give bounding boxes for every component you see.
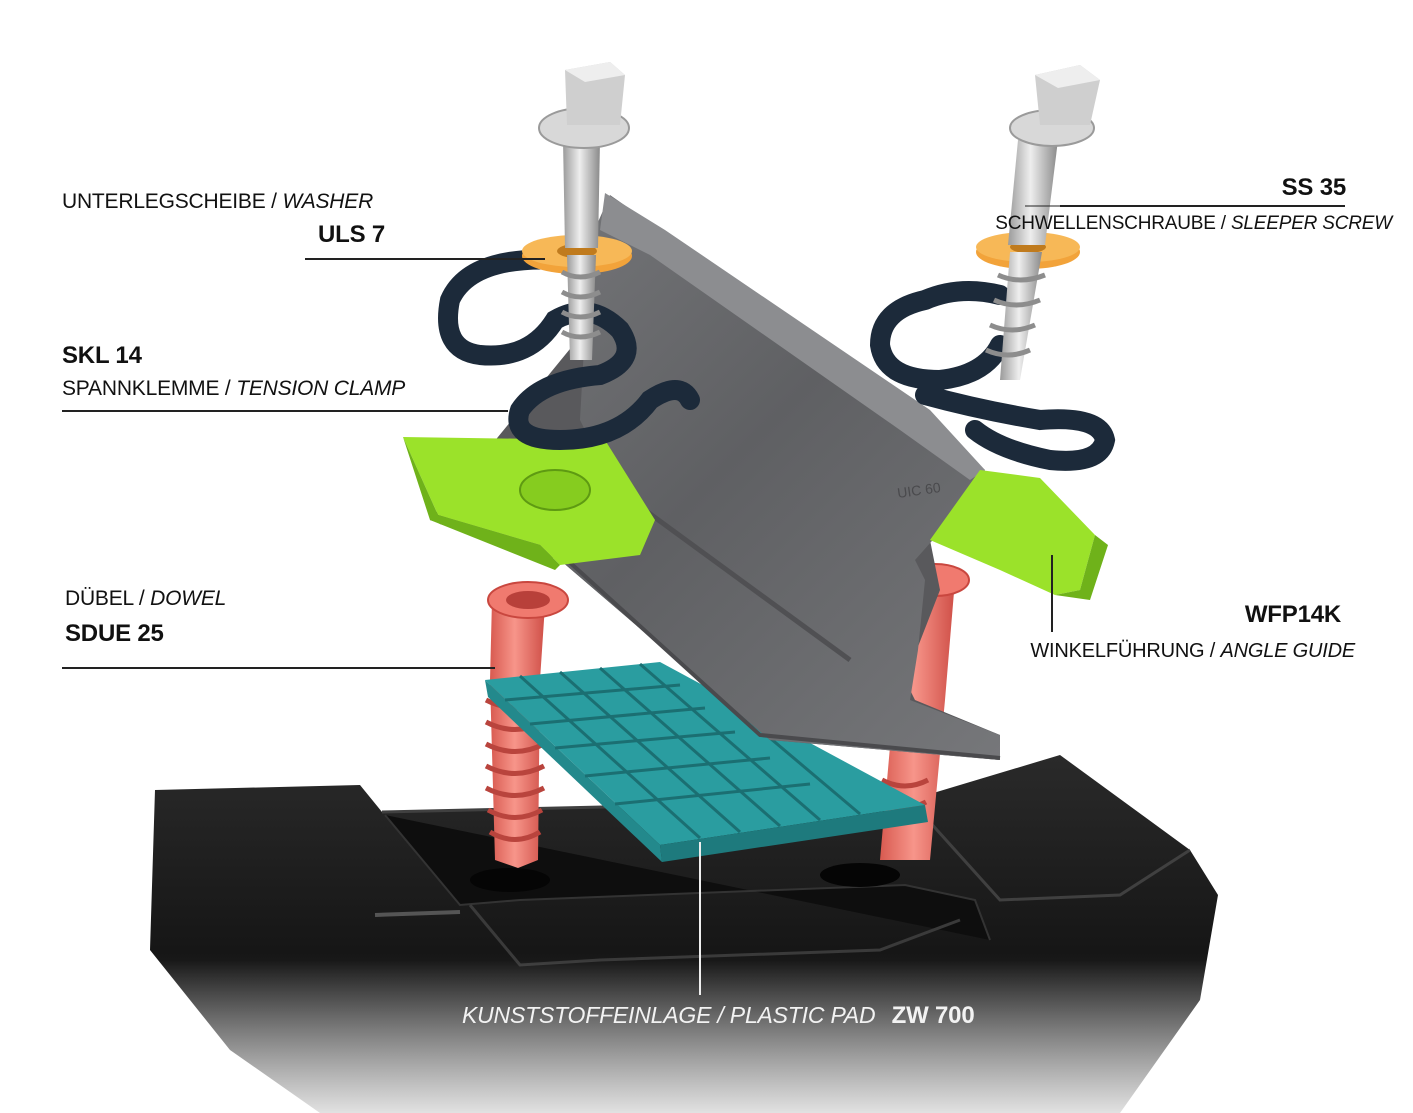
dowel-hole-right bbox=[820, 863, 900, 887]
guide-name-en: ANGLE GUIDE bbox=[1220, 640, 1356, 662]
clamp-caption: SPANNKLEMME / TENSION CLAMP bbox=[62, 377, 406, 400]
washer-caption: UNTERLEGSCHEIBE / WASHER bbox=[62, 190, 374, 213]
dowel-name-de: DÜBEL bbox=[65, 587, 134, 610]
pad-name-de: KUNSTSTOFFEINLAGE bbox=[462, 1002, 712, 1028]
pad-name-en: PLASTIC PAD bbox=[729, 1002, 876, 1028]
washer-code: ULS 7 bbox=[318, 221, 386, 248]
tension-clamp-left bbox=[438, 249, 700, 451]
clamp-code: SKL 14 bbox=[62, 342, 142, 369]
pad-code: ZW 700 bbox=[891, 1002, 975, 1029]
dowel-left bbox=[484, 581, 569, 868]
clamp-name-en: TENSION CLAMP bbox=[236, 377, 406, 400]
pad-caption: KUNSTSTOFFEINLAGE / PLASTIC PAD ZW 700 bbox=[462, 1002, 975, 1029]
dowel-caption: DÜBEL / DOWEL bbox=[65, 587, 227, 610]
rail: UIC 60 bbox=[430, 193, 1001, 760]
dowel-name-en: DOWEL bbox=[150, 587, 227, 610]
washer-name-en: WASHER bbox=[282, 190, 374, 213]
guide-code: WFP14K bbox=[1244, 601, 1341, 628]
angle-guide-right bbox=[930, 470, 1108, 600]
guide-caption: WINKELFÜHRUNG / ANGLE GUIDE bbox=[1030, 640, 1356, 662]
guide-name-de: WINKELFÜHRUNG bbox=[1030, 640, 1205, 662]
screw-caption: SCHWELLENSCHRAUBE / SLEEPER SCREW bbox=[995, 213, 1392, 234]
sleeper-screw-right bbox=[984, 65, 1100, 380]
dowel-code: SDUE 25 bbox=[65, 620, 164, 647]
clamp-name-de: SPANNKLEMME bbox=[62, 377, 220, 400]
sleeper-screw-left bbox=[538, 62, 630, 360]
washer-name-de: UNTERLEGSCHEIBE bbox=[62, 190, 266, 213]
tension-clamp-right bbox=[869, 281, 1116, 471]
screw-code: SS 35 bbox=[1281, 174, 1347, 201]
plastic-pad bbox=[485, 660, 928, 862]
leader-lines bbox=[62, 205, 1345, 995]
screw-name-de: SCHWELLENSCHRAUBE bbox=[995, 213, 1216, 234]
dowel-hole-left bbox=[470, 868, 550, 892]
screw-name-en: SLEEPER SCREW bbox=[1230, 213, 1392, 234]
angle-guide-left bbox=[403, 437, 655, 570]
rail-marking: UIC 60 bbox=[896, 479, 942, 501]
